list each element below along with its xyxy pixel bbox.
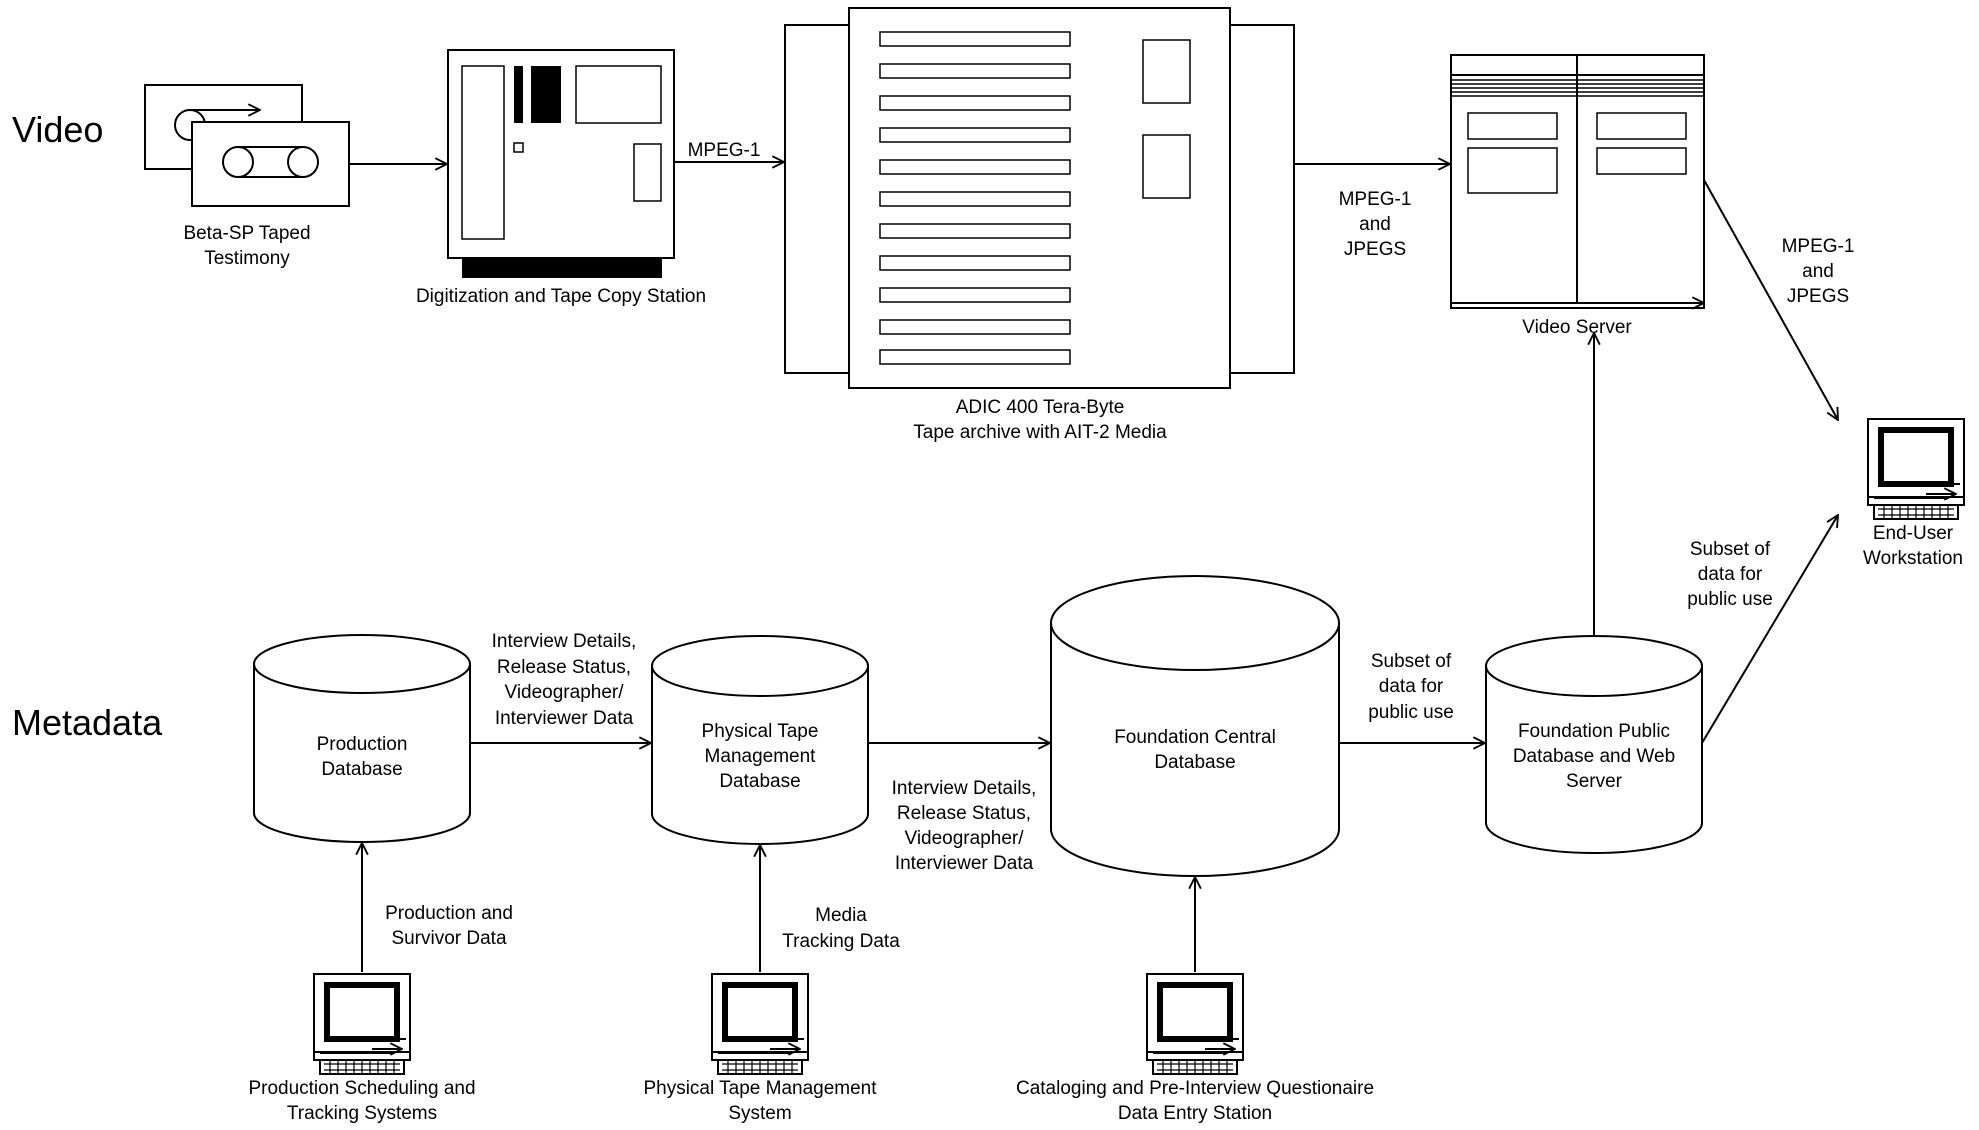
edge-label-mpeg1: MPEG-1 <box>688 140 761 161</box>
edge-label-archive-mpeg-line2: and <box>1359 214 1391 235</box>
edge-label-production-survivor-line2: Survivor Data <box>391 928 507 949</box>
beta-sp-tape-icon <box>144 84 350 207</box>
edge-label-subset-public-line1: Subset of <box>1690 539 1771 560</box>
foundation-central-label-line1: Foundation Central <box>1114 727 1276 748</box>
video-server-label: Video Server <box>1522 317 1632 338</box>
edge-label-interview-2-line2: Release Status, <box>897 803 1031 824</box>
physical-tape-system-label-line1: Physical Tape Management <box>643 1078 877 1099</box>
lane-label-video: Video <box>12 109 103 150</box>
lane-label-metadata: Metadata <box>12 702 163 743</box>
production-db-label-line1: Production <box>317 734 408 755</box>
prod-sched-label-line2: Tracking Systems <box>287 1103 437 1124</box>
edge-label-interview-2-line3: Videographer/ <box>904 828 1024 849</box>
edge-label-enduser-mpeg-line3: JPEGS <box>1787 286 1849 307</box>
cataloging-label-line1: Cataloging and Pre-Interview Questionair… <box>1016 1078 1374 1099</box>
foundation-central-label-line2: Database <box>1154 752 1235 773</box>
edge-label-enduser-mpeg-line1: MPEG-1 <box>1782 236 1855 257</box>
edge-label-interview-1-line2: Release Status, <box>497 657 631 678</box>
edge-label-interview-1-line1: Interview Details, <box>492 631 637 652</box>
edge-label-archive-mpeg-line1: MPEG-1 <box>1339 189 1412 210</box>
edge-label-media-tracking-line1: Media <box>815 905 867 926</box>
video-server-icon <box>1450 54 1704 308</box>
edge-label-subset-central-line2: data for <box>1379 676 1444 697</box>
edge-label-production-survivor-line1: Production and <box>385 903 513 924</box>
beta-sp-label-line2: Testimony <box>204 248 290 269</box>
physical-tape-db-label-line3: Database <box>719 771 800 792</box>
edge-label-interview-2-line4: Interviewer Data <box>895 853 1034 874</box>
digitization-station-icon <box>447 49 675 278</box>
physical-tape-db-label-line1: Physical Tape <box>702 721 819 742</box>
arrow-public-to-end-user <box>1701 515 1838 744</box>
edge-label-archive-mpeg-line3: JPEGS <box>1344 239 1406 260</box>
end-user-workstation-icon <box>1868 419 1964 519</box>
edge-label-subset-public-line3: public use <box>1687 589 1773 610</box>
prod-sched-label-line1: Production Scheduling and <box>248 1078 475 1099</box>
foundation-public-database-icon <box>1485 635 1703 854</box>
edge-label-interview-1-line3: Videographer/ <box>504 682 624 703</box>
digitization-label: Digitization and Tape Copy Station <box>416 286 706 307</box>
physical-tape-system-label-line2: System <box>728 1103 791 1124</box>
tape-archive-label-line1: ADIC 400 Tera-Byte <box>956 397 1125 418</box>
edge-label-subset-public-line2: data for <box>1698 564 1763 585</box>
foundation-central-database-icon <box>1050 575 1340 877</box>
physical-tape-database-icon <box>651 635 869 845</box>
foundation-public-label-line1: Foundation Public <box>1518 721 1670 742</box>
edge-label-subset-central-line3: public use <box>1368 702 1454 723</box>
cataloging-label-line2: Data Entry Station <box>1118 1103 1272 1124</box>
edge-label-enduser-mpeg-line2: and <box>1802 261 1834 282</box>
foundation-public-label-line2: Database and Web <box>1513 746 1675 767</box>
foundation-public-label-line3: Server <box>1566 771 1623 792</box>
beta-sp-label-line1: Beta-SP Taped <box>183 223 310 244</box>
edge-label-interview-1-line4: Interviewer Data <box>495 708 634 729</box>
physical-tape-db-label-line2: Management <box>705 746 817 767</box>
tape-archive-icon <box>784 7 1295 389</box>
production-scheduling-workstation-icon <box>314 974 410 1074</box>
physical-tape-workstation-icon <box>712 974 808 1074</box>
cataloging-workstation-icon <box>1147 974 1243 1074</box>
arrow-video-server-to-end-user <box>1703 179 1838 420</box>
edge-label-interview-2-line1: Interview Details, <box>892 778 1037 799</box>
edge-label-media-tracking-line2: Tracking Data <box>782 931 900 952</box>
production-db-label-line2: Database <box>321 759 402 780</box>
end-user-label-line1: End-User <box>1873 523 1954 544</box>
end-user-label-line2: Workstation <box>1863 548 1963 569</box>
production-database-icon <box>253 634 471 843</box>
tape-archive-label-line2: Tape archive with AIT-2 Media <box>913 422 1167 443</box>
edge-label-subset-central-line1: Subset of <box>1371 651 1452 672</box>
